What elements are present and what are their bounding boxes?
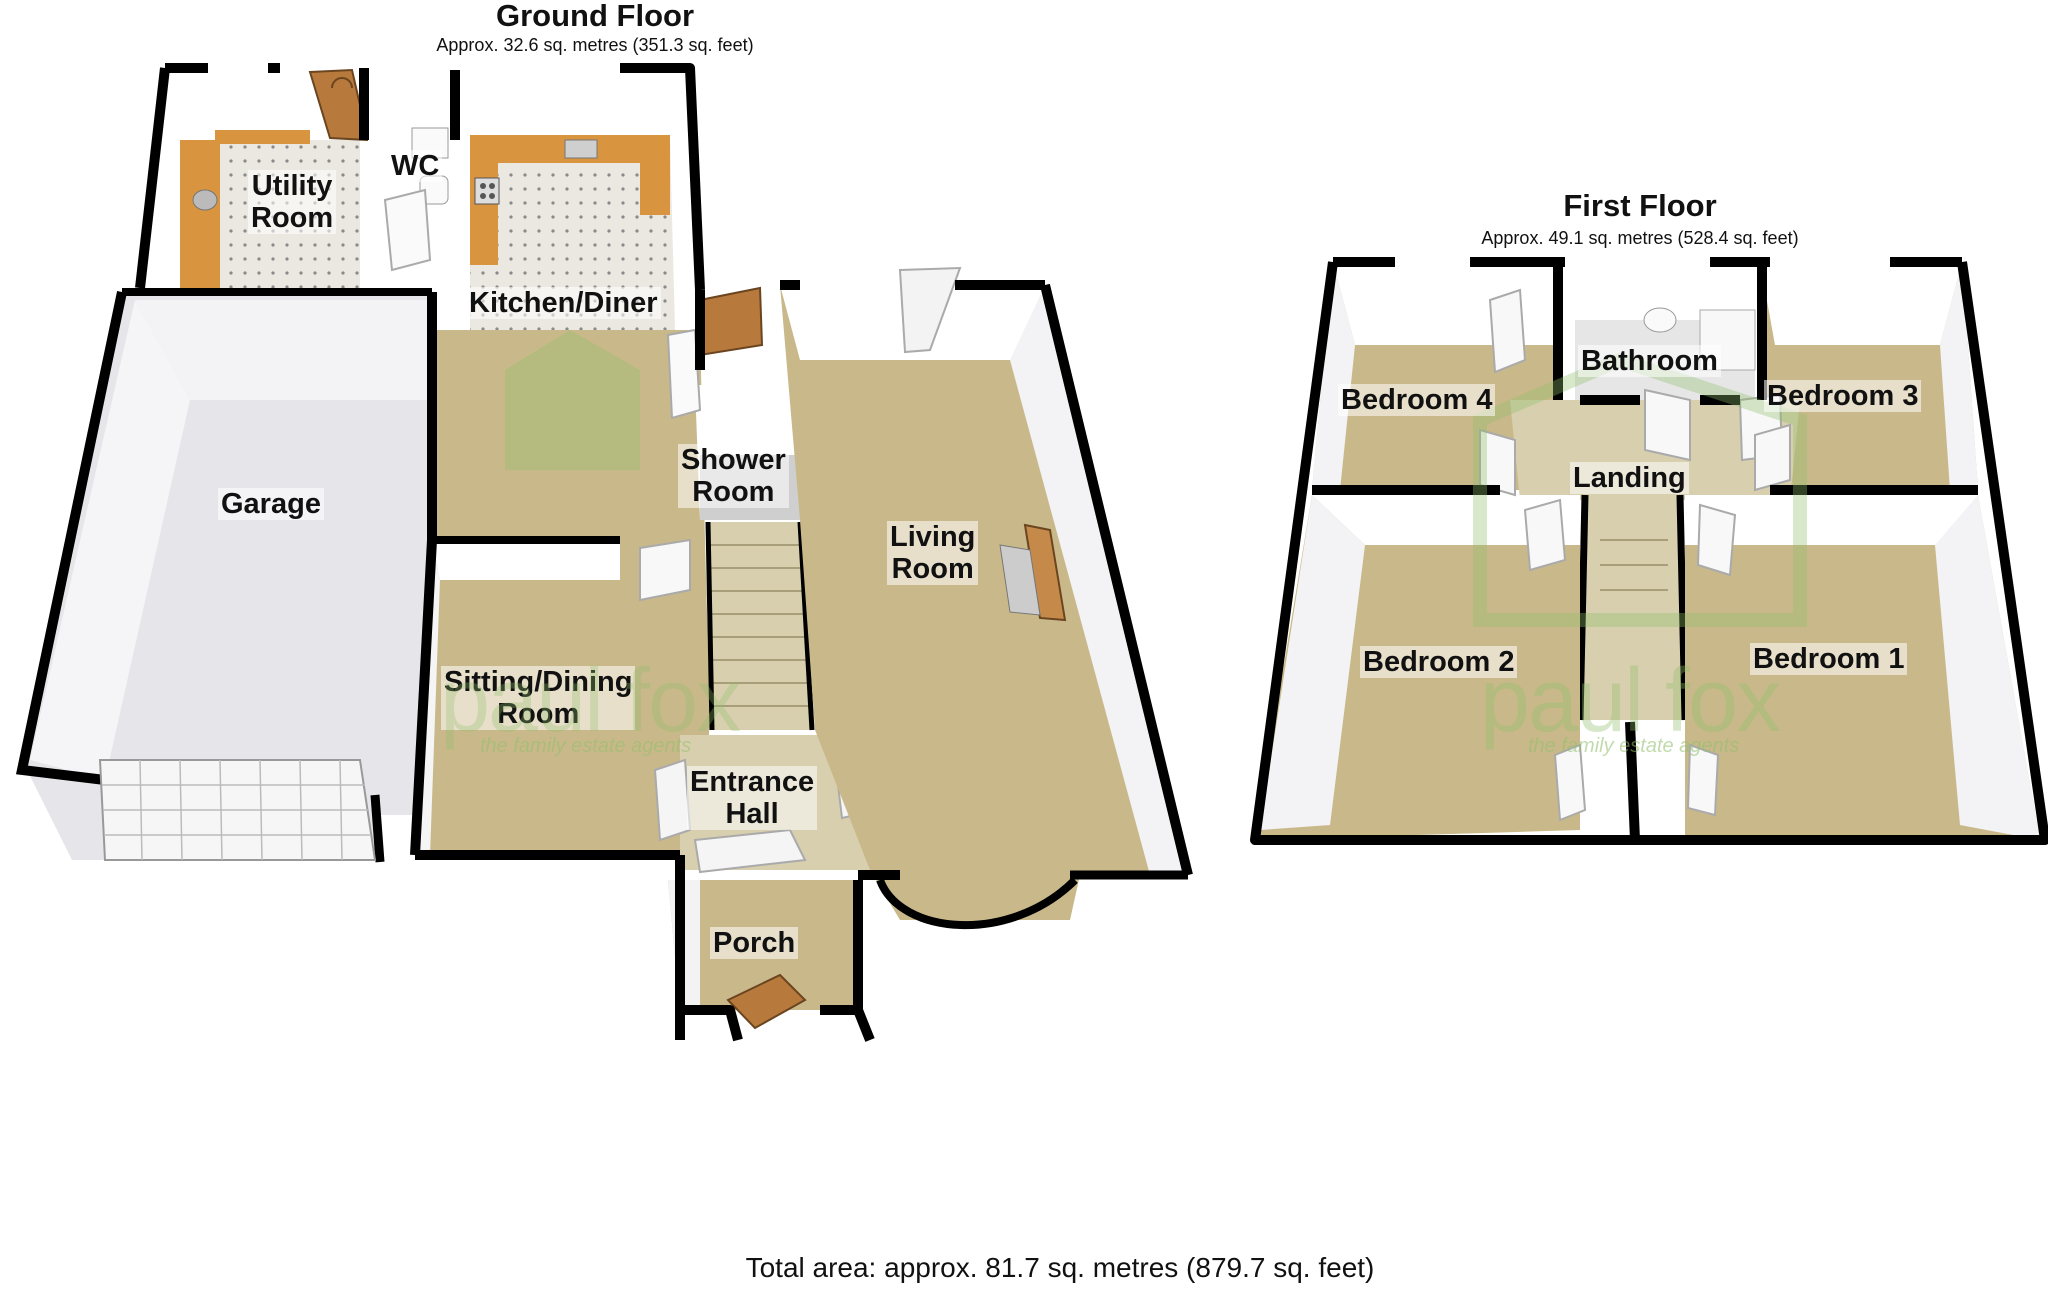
living-room [780,285,1188,920]
porch-front-door [726,973,807,1030]
first-floor-stairwell [1576,494,1689,721]
first-floor-area: Approx. 49.1 sq. metres (528.4 sq. feet) [1481,228,1799,248]
utility-room-label: Utility Room [248,170,337,234]
sitting-dining-room-label: Sitting/Dining Room [441,666,636,730]
ground-floor-area: Approx. 32.6 sq. metres (351.3 sq. feet) [436,35,754,55]
bedroom2-label: Bedroom 2 [1360,646,1518,678]
landing-label: Landing [1570,462,1689,494]
bathroom-label: Bathroom [1578,345,1721,377]
porch-label: Porch [710,927,799,959]
living-room-label: Living Room [887,521,979,585]
garage-door [98,759,377,861]
ground-floor-plan [15,63,1193,1042]
shower-door [699,286,764,357]
wc-label: WC [388,150,443,182]
bedroom4-label: Bedroom 4 [1338,384,1496,416]
watermark-tagline: the family estate agents [1528,735,1740,757]
bedroom1-label: Bedroom 1 [1750,643,1908,675]
fireplace [999,523,1067,622]
ground-floor-title: Ground Floor [495,0,695,33]
entrance-hall-label: Entrance Hall [687,766,818,830]
first-floor-title: First Floor [1563,188,1717,223]
shower-room-label: Shower Room [678,444,789,508]
watermark-brand: paul fox [1480,651,1781,751]
watermark-brand-ground: paul fox [440,651,741,751]
bedroom3-label: Bedroom 3 [1764,380,1922,412]
watermark-tagline-ground: the family estate agents [480,735,692,757]
total-area: Total area: approx. 81.7 sq. metres (879… [745,1252,1375,1283]
garage-label: Garage [218,488,324,520]
ground-staircase [705,521,815,731]
kitchen-diner-label: Kitchen/Diner [466,287,661,319]
utility-back-door [308,68,370,142]
